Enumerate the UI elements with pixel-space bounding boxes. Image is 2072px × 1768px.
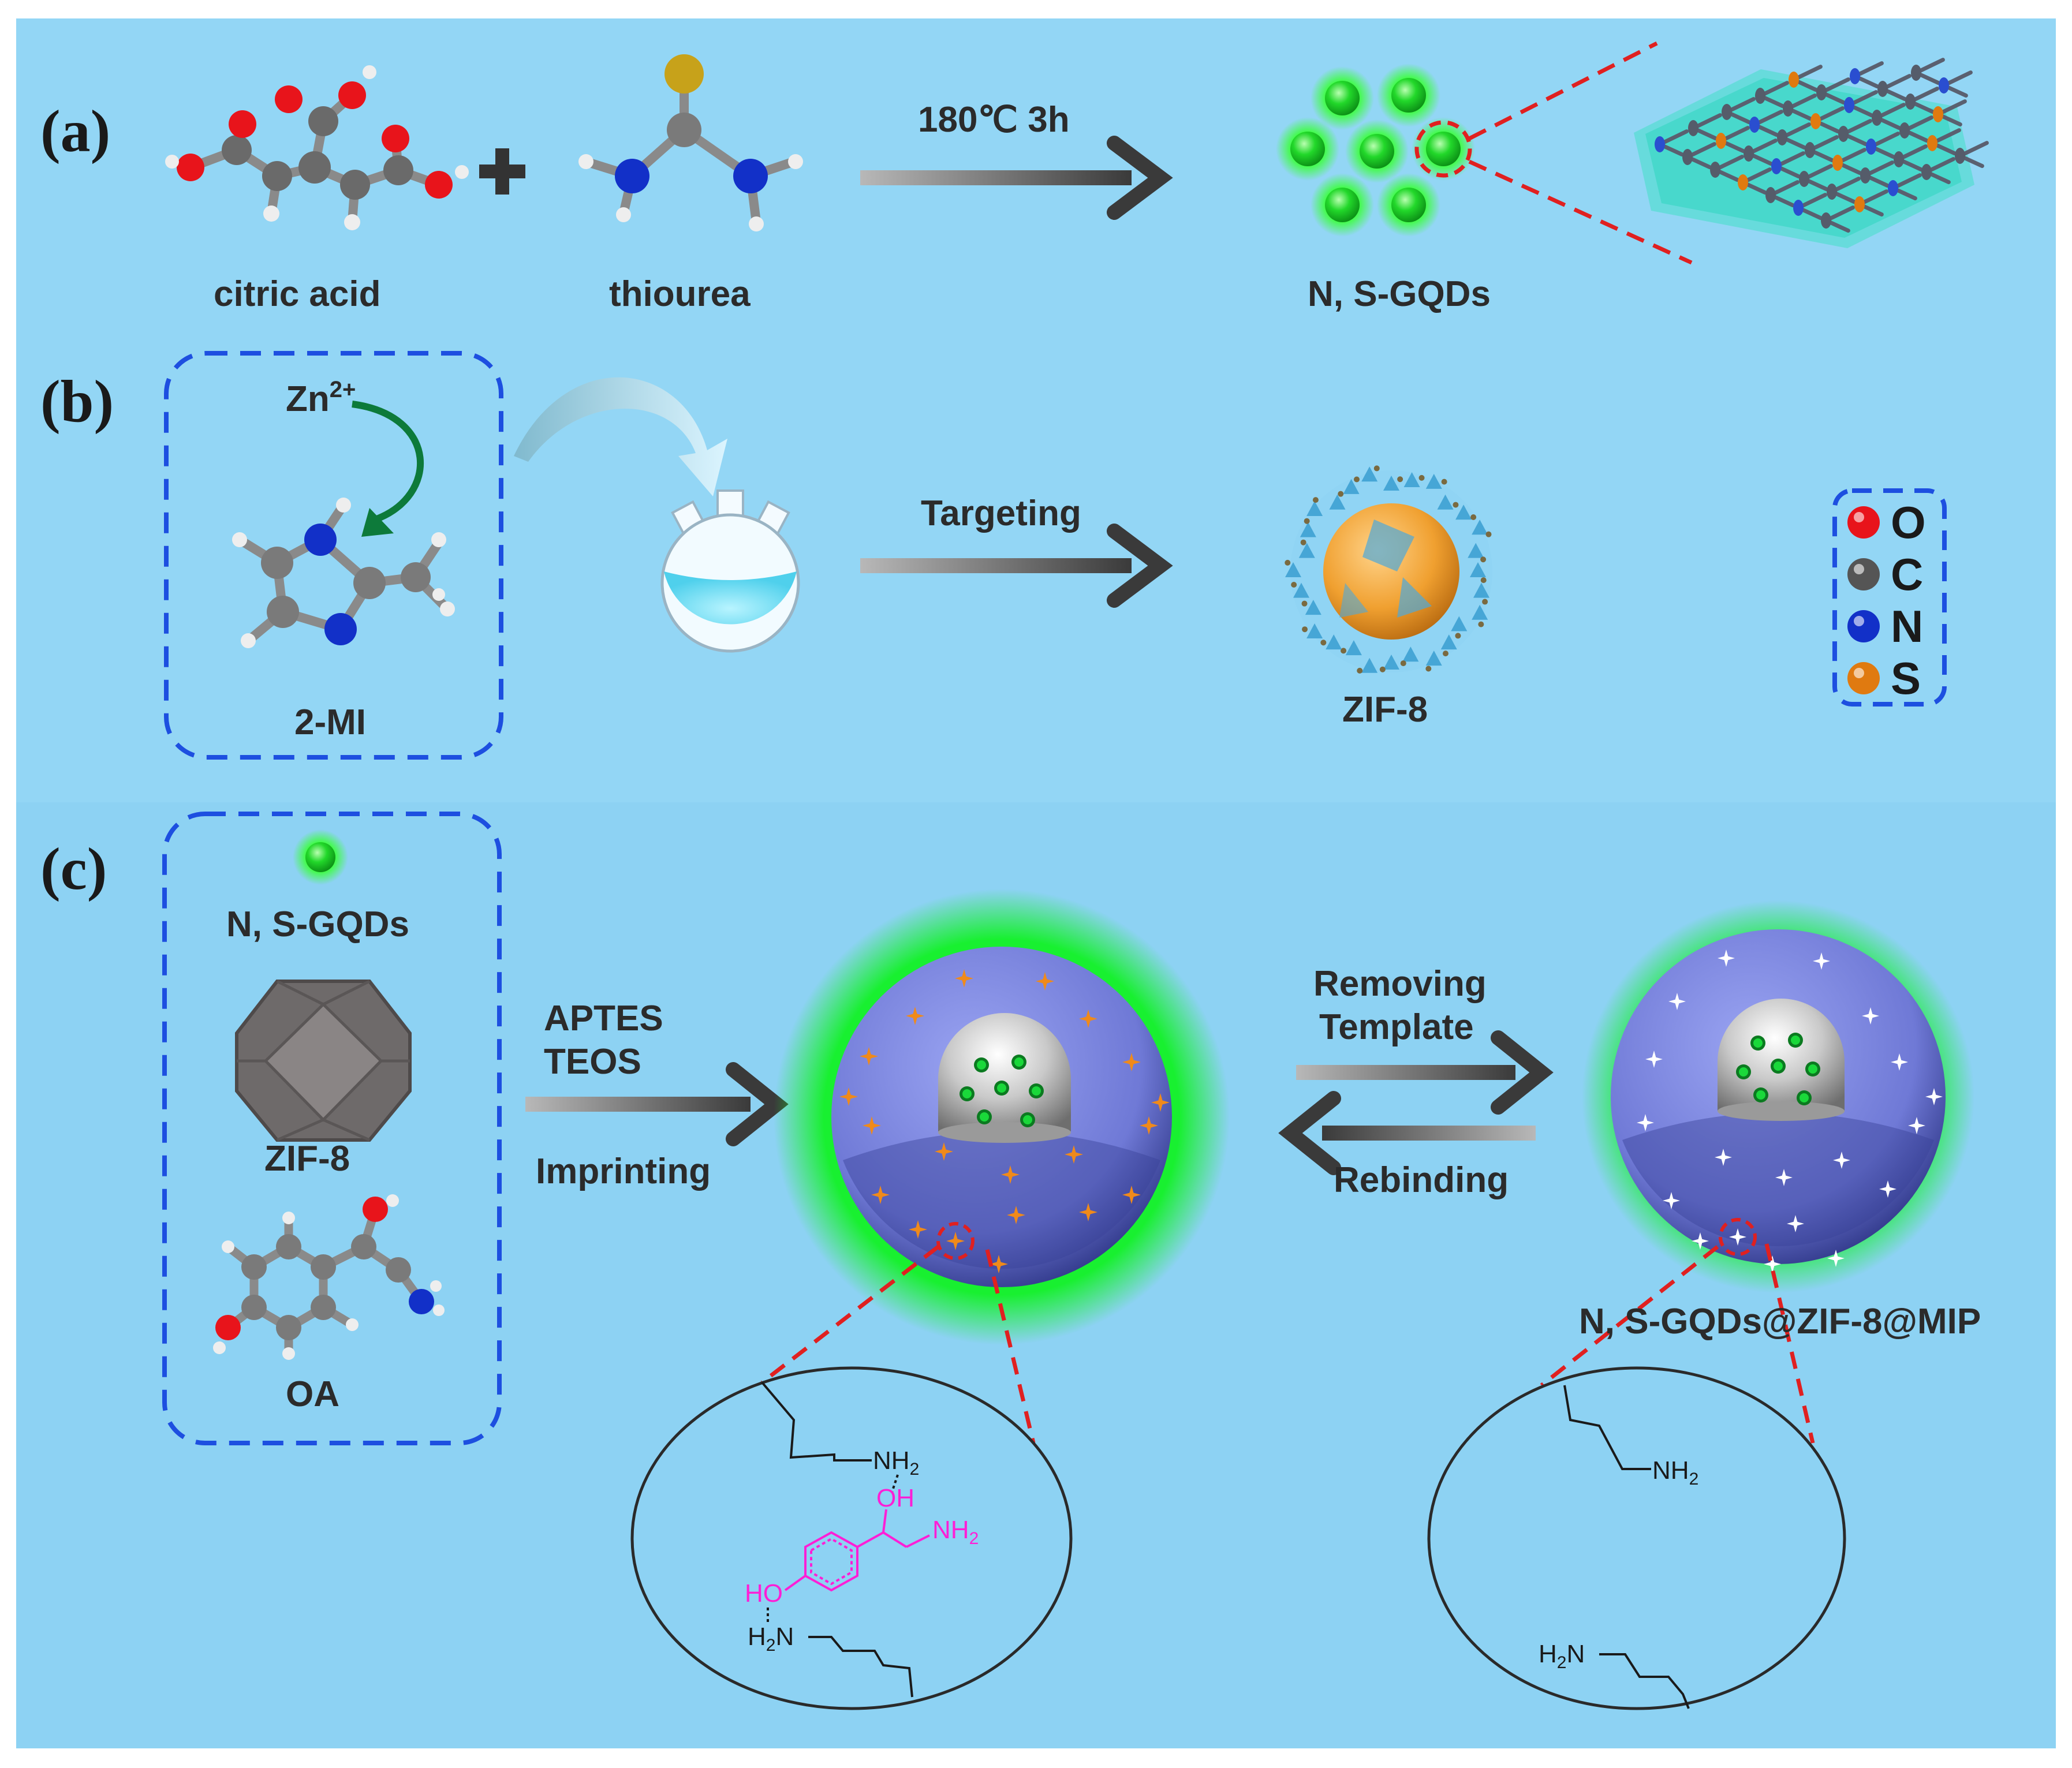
panel-a-label: (a): [40, 98, 110, 165]
precursor-frame-b: [164, 351, 503, 760]
graphene-sheet-icon: [1634, 58, 1989, 248]
legend-item-o: O: [1847, 497, 1926, 548]
panel-c: (c) N, S-GQDs ZIF-8: [40, 812, 1981, 1710]
three-neck-flask-icon: [660, 489, 800, 653]
binding-site-marker: [936, 1222, 975, 1260]
legend-item-c: C: [1847, 549, 1923, 600]
reaction-arrow-b: [860, 524, 1173, 608]
gqd-dot-icon: [305, 842, 335, 872]
zinc-ion-label: Zn2+: [286, 377, 356, 419]
amine-label-top-right: NH2: [1652, 1456, 1698, 1489]
legend-atom-icon: [1847, 662, 1880, 694]
citric-acid-label: citric acid: [214, 274, 380, 314]
panel-c-label: (c): [40, 836, 107, 902]
mip-sphere-with-template: [760, 889, 1230, 1444]
plus-icon: [479, 148, 525, 195]
legend-atom-icon: [1847, 506, 1880, 539]
legend-symbol: N: [1891, 601, 1923, 652]
reversible-arrows: [1278, 1030, 1554, 1175]
legend-item-n: N: [1847, 601, 1923, 652]
thiourea-label: thiourea: [609, 274, 751, 314]
zif8-component-label: ZIF-8: [264, 1139, 350, 1179]
gqd-product-label: N, S-GQDs: [1308, 274, 1491, 314]
panel-a: (a): [40, 41, 1989, 314]
template-label: Template: [1319, 1007, 1474, 1047]
oa-component-label: OA: [286, 1374, 339, 1414]
empty-site-marker: [1719, 1218, 1757, 1256]
zif8-polyhedron-icon: [235, 980, 412, 1142]
legend-atom-icon: [1847, 610, 1880, 642]
octopamine-structure: [784, 1509, 930, 1592]
octopamine-molecule: [213, 1194, 445, 1360]
zoom-marker-circle: [1414, 120, 1472, 178]
curved-green-arrow-icon: [352, 401, 424, 523]
imprinting-label: Imprinting: [536, 1152, 711, 1191]
empty-site-zoom: NH2 H2N: [1427, 1366, 1846, 1710]
citric-acid-molecule: [165, 65, 469, 230]
zif8-particle-icon: [1285, 465, 1492, 674]
gqd-component-label: N, S-GQDs: [226, 904, 409, 944]
precursor-frame-c: [162, 812, 502, 1445]
zif8-label-b: ZIF-8: [1342, 690, 1428, 730]
side-amine-label: NH2: [932, 1516, 979, 1548]
panel-b: (b) Zn2+: [40, 351, 1947, 760]
reaction-arrow-a: [860, 136, 1173, 220]
2-methylimidazole-molecule: [232, 498, 455, 648]
removing-label: Removing: [1313, 964, 1487, 1004]
gqd-cluster: [1276, 41, 1693, 265]
binding-site-zoom: NH2 OH NH2 HO H2N: [630, 1366, 1073, 1710]
legend-symbol: S: [1891, 653, 1921, 704]
panel-b-label: (b): [40, 368, 114, 435]
reaction-condition-label: 180℃ 3h: [918, 100, 1070, 140]
mip-product-label: N, S-GQDs@ZIF-8@MIP: [1579, 1302, 1981, 1341]
legend-symbol: C: [1891, 549, 1923, 600]
curved-green-arrowhead: [361, 508, 394, 537]
2-mi-label: 2-MI: [294, 702, 366, 742]
legend-frame: [1832, 488, 1947, 707]
legend-symbol: O: [1891, 497, 1926, 548]
amine-label-bottom-right: H2N: [1539, 1640, 1585, 1672]
rebinding-label: Rebinding: [1334, 1160, 1509, 1200]
mip-sphere-empty: [1540, 900, 1974, 1444]
aptes-label: APTES: [544, 999, 663, 1038]
legend-item-s: S: [1847, 653, 1921, 704]
thiourea-molecule: [578, 54, 803, 231]
transfer-arrow-icon: [514, 377, 727, 496]
legend-atom-icon: [1847, 558, 1880, 590]
amine-label-bottom: H2N: [748, 1623, 794, 1655]
phenol-label: HO: [745, 1579, 783, 1608]
targeting-label: Targeting: [921, 494, 1081, 533]
amine-label-top: NH2: [873, 1446, 919, 1479]
hydroxyl-label: OH: [876, 1484, 914, 1512]
teos-label: TEOS: [544, 1042, 641, 1082]
